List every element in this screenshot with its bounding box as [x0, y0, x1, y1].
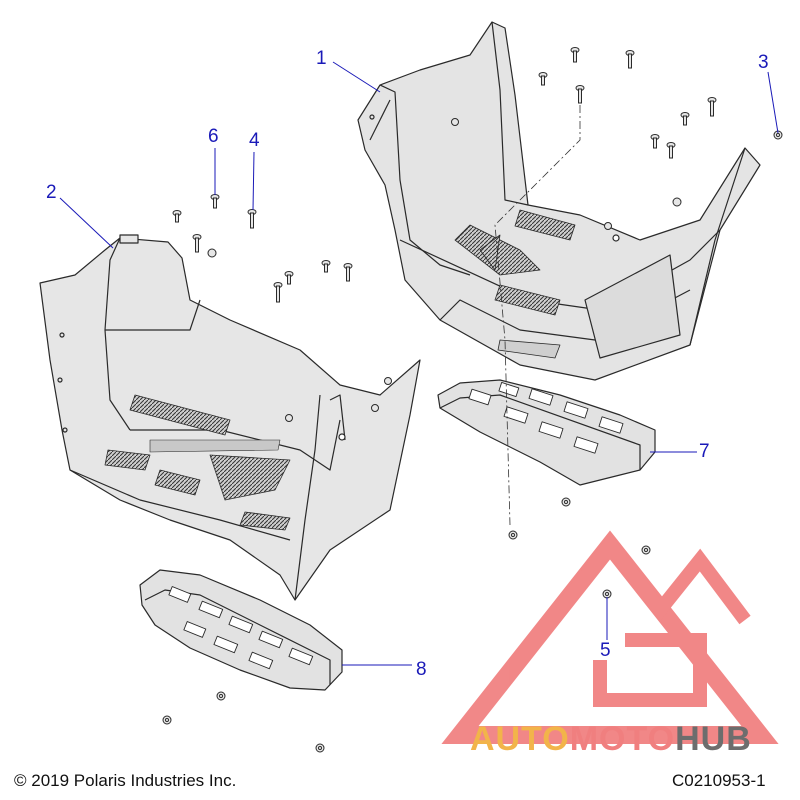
bolt-1a	[570, 47, 580, 63]
bolt-2d	[343, 263, 353, 282]
bolt-2e	[284, 271, 294, 285]
floor-panel-left	[39, 234, 421, 601]
fasteners	[162, 47, 783, 753]
watermark-word-hub: HUB	[675, 720, 752, 758]
callout-6: 6	[208, 126, 219, 147]
bolt-1h	[666, 142, 676, 159]
bolt-2b	[192, 234, 202, 253]
watermark-logo	[441, 530, 779, 744]
nut-8a	[216, 691, 226, 701]
nut-5c	[641, 545, 651, 555]
nut-8c	[315, 743, 325, 753]
diagram-code: C0210953-1	[672, 771, 766, 790]
bolt-1g	[650, 134, 660, 149]
bolt-1b	[625, 50, 635, 69]
leader-4	[252, 151, 255, 211]
nut-8b	[162, 715, 172, 725]
bolt-1e	[707, 97, 717, 117]
callout-4: 4	[249, 130, 260, 151]
alignment-lines	[494, 105, 581, 526]
push-pin-1a	[672, 197, 682, 207]
footrest-left	[139, 569, 343, 691]
nut-5b	[561, 497, 571, 507]
nut-2a	[207, 248, 217, 258]
bolt-1c	[538, 72, 548, 86]
callout-1: 1	[316, 48, 327, 69]
watermark-word-moto: MOTO	[569, 720, 676, 758]
push-pin-2c	[285, 414, 293, 422]
callout-5: 5	[600, 640, 611, 661]
bolt-1f	[680, 112, 690, 126]
callout-7: 7	[699, 441, 710, 462]
bolt-4	[247, 209, 257, 229]
bolt-1d	[575, 85, 585, 104]
floor-panel-right	[357, 21, 761, 381]
bolt-6	[210, 194, 220, 209]
callout-8: 8	[416, 659, 427, 680]
nut-5d	[602, 589, 612, 599]
callout-leaders	[59, 61, 779, 666]
nut-5a	[508, 530, 518, 540]
push-pin-2a	[384, 377, 392, 385]
leader-2	[59, 197, 114, 249]
bolt-2a	[172, 210, 182, 223]
callout-3: 3	[758, 52, 769, 73]
bolt-2c	[321, 260, 331, 273]
leader-1	[332, 61, 381, 93]
push-pin-3	[773, 130, 783, 140]
footrest-right	[437, 379, 656, 486]
watermark-wordmark: AUTOMOTOHUB	[470, 722, 752, 756]
callout-2: 2	[46, 182, 57, 203]
push-pin-2b	[371, 404, 379, 412]
bolt-2f	[273, 282, 283, 303]
push-pin-1c	[451, 118, 459, 126]
leader-3	[767, 71, 779, 134]
copyright-text: © 2019 Polaris Industries Inc.	[14, 771, 237, 790]
push-pin-1b	[604, 222, 612, 230]
watermark-word-auto: AUTO	[470, 720, 570, 758]
